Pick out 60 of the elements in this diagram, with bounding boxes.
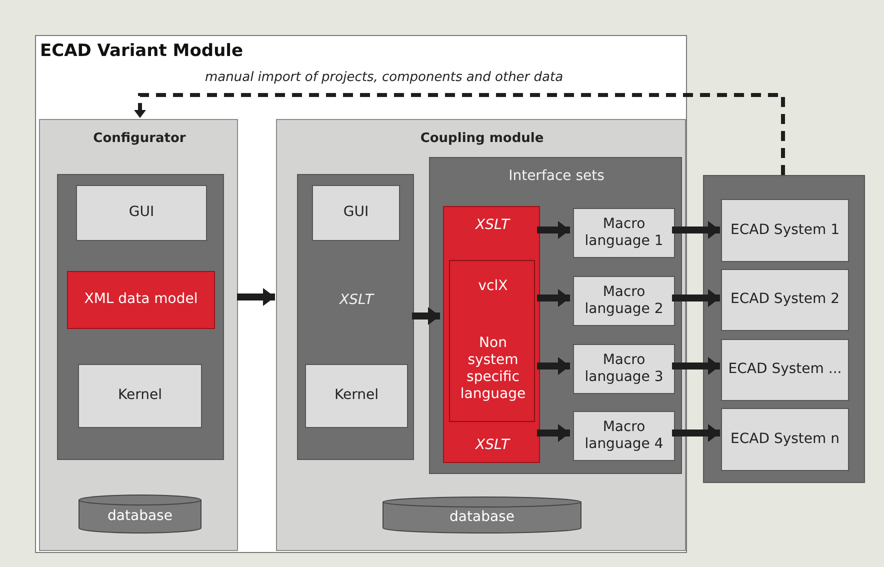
interface-panel	[429, 157, 682, 474]
macro-language-box	[573, 276, 675, 326]
component-label: ECAD System 2	[730, 291, 840, 309]
component-label: Macro language 3	[584, 352, 664, 386]
ecad-system-box	[721, 199, 849, 262]
module-panel	[276, 119, 686, 551]
edge-label: manual import of projects, components and other data	[205, 70, 564, 85]
module-heading: ECAD Variant Module	[39, 40, 244, 63]
arrow	[537, 221, 570, 239]
component-panel	[297, 174, 414, 460]
transform-label: XSLT	[474, 436, 512, 455]
language-label: Non system specific language	[459, 334, 527, 404]
macro-language-box	[573, 208, 675, 258]
component-label: GUI	[342, 204, 370, 222]
panel-title: Coupling module	[419, 130, 545, 148]
macro-language-box	[573, 344, 675, 394]
module-panel	[39, 119, 238, 551]
gui-box	[312, 185, 400, 241]
component-label: Kernel	[117, 387, 163, 405]
kernel-box	[305, 364, 408, 428]
arrow	[412, 307, 440, 325]
arrow	[237, 288, 275, 306]
transform-label: XSLT	[338, 290, 376, 310]
component-label: ECAD System 1	[730, 222, 840, 240]
component-label: Macro language 4	[584, 418, 664, 454]
database-label: database	[448, 508, 516, 527]
arrow	[672, 221, 720, 239]
language-box	[449, 260, 535, 422]
component-label: GUI	[128, 204, 156, 222]
module-frame	[35, 35, 687, 553]
component-label: Kernel	[334, 387, 380, 405]
transform-box	[443, 206, 540, 463]
transform-label: XSLT	[474, 216, 512, 235]
component-label: ECAD System ...	[727, 361, 843, 379]
component-label: Macro language 2	[584, 284, 664, 318]
macro-language-box	[573, 411, 675, 461]
arrow	[537, 357, 570, 375]
panel-title: Interface sets	[508, 166, 606, 186]
dashed-arrow	[134, 93, 785, 175]
database-label: database	[106, 507, 174, 526]
database-cylinder	[382, 496, 582, 534]
ecad-system-box	[721, 339, 849, 401]
arrow	[672, 289, 720, 307]
kernel-box	[78, 364, 202, 428]
arrow	[537, 424, 570, 442]
component-label: XML data model	[83, 291, 199, 309]
arrow	[672, 424, 720, 442]
ecad-system-box	[721, 408, 849, 471]
component-label: Macro language 1	[584, 216, 664, 250]
systems-panel	[703, 175, 865, 483]
arrow	[672, 357, 720, 375]
panel-title: Configurator	[92, 130, 187, 148]
ecad-system-box	[721, 269, 849, 331]
arrow	[537, 289, 570, 307]
language-label: vclX	[477, 276, 509, 296]
component-label: ECAD System n	[730, 430, 840, 448]
component-panel	[57, 174, 224, 460]
gui-box	[76, 185, 207, 241]
data-model-box	[67, 271, 215, 329]
database-cylinder	[78, 494, 202, 534]
